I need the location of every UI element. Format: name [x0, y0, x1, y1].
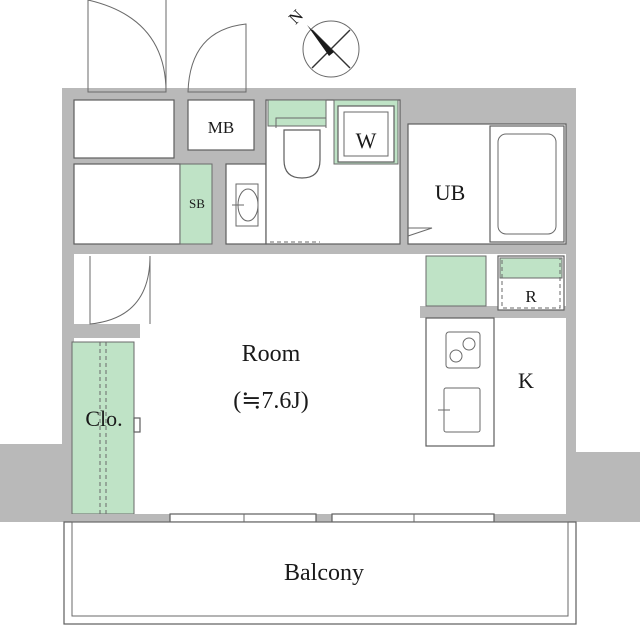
entrance-storage — [73, 163, 181, 245]
balcony-label: Balcony — [284, 560, 364, 586]
north-arrow-icon — [307, 25, 334, 56]
fridge-space — [497, 255, 565, 311]
meter-box — [187, 99, 255, 151]
unit-bath-label: UB — [435, 180, 466, 205]
entrance-doors — [87, 0, 247, 93]
balcony-window — [62, 513, 576, 523]
kitchen-counter — [425, 317, 495, 447]
meter-box-label: MB — [208, 118, 234, 137]
closet-label: Clo. — [85, 406, 122, 431]
washer-pan — [333, 99, 399, 165]
compass — [302, 20, 360, 78]
room-door — [89, 255, 151, 325]
closet — [71, 341, 141, 515]
room-label: Room — [242, 341, 301, 367]
fridge-label: R — [525, 287, 537, 306]
shoe-box-label: SB — [189, 196, 205, 211]
balcony — [63, 521, 577, 625]
room-area-label: (≒7.6J) — [233, 388, 308, 414]
kitchen-storage — [425, 255, 487, 307]
washer-label: W — [356, 128, 377, 153]
kitchen-label: K — [518, 368, 534, 393]
washbasin — [225, 163, 267, 245]
shoe-box — [179, 163, 213, 245]
north-label: N — [285, 6, 307, 28]
unit-bath — [407, 123, 567, 245]
entrance-area — [73, 99, 175, 159]
